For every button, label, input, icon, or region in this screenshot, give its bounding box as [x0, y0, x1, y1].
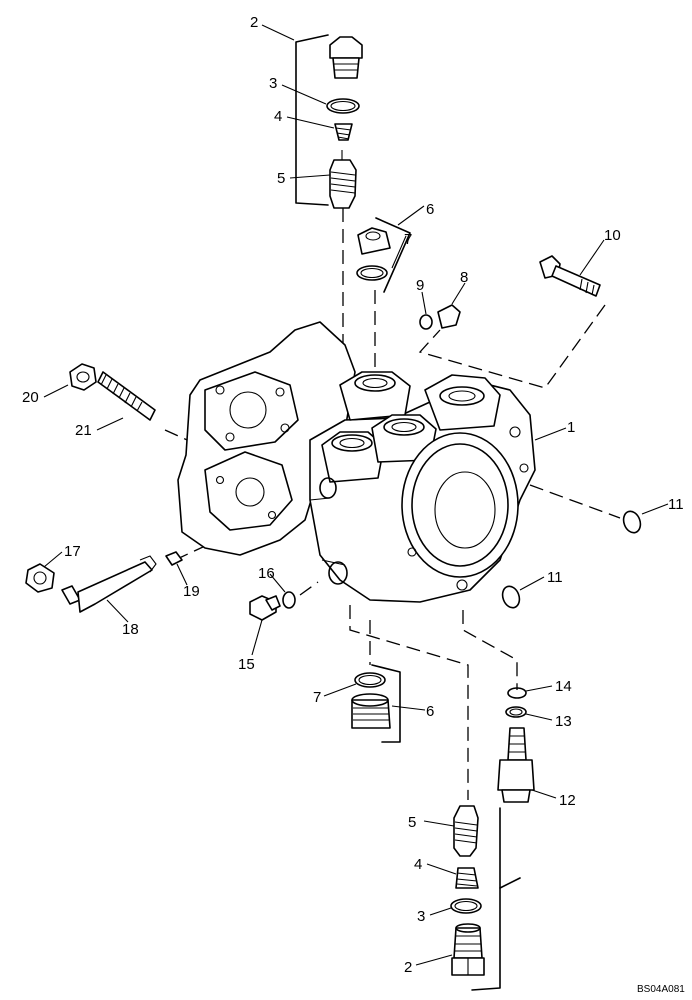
callout-7-bottom: 7 [313, 689, 321, 706]
bottom-relief-valve-group [450, 805, 521, 991]
callout-12: 12 [559, 792, 576, 809]
callout-18: 18 [122, 621, 139, 638]
callout-19: 19 [183, 583, 200, 600]
callout-2-top: 2 [250, 14, 258, 31]
stud-21 [97, 371, 156, 421]
tube-18 [61, 555, 157, 613]
callout-15: 15 [238, 656, 255, 673]
callout-7-top: 7 [404, 231, 412, 248]
fitting-group-8-9 [419, 304, 461, 330]
nut-17 [25, 563, 55, 593]
o-rings-11 [501, 510, 642, 609]
callout-10: 10 [604, 227, 621, 244]
valve-body [177, 321, 536, 603]
o-ring-13 [505, 706, 527, 718]
callout-14: 14 [555, 678, 572, 695]
nut-20 [69, 363, 97, 391]
callout-3-top: 3 [269, 75, 277, 92]
callout-6-bottom: 6 [426, 703, 434, 720]
top-plug-group [356, 217, 411, 293]
callout-17: 17 [64, 543, 81, 560]
o-ring-14 [507, 687, 527, 699]
callout-labels: 2 3 4 5 6 7 8 9 10 1 11 11 20 21 17 18 1… [22, 14, 684, 976]
callout-11-right: 11 [668, 496, 684, 513]
callout-13: 13 [555, 713, 572, 730]
callout-6-top: 6 [426, 201, 434, 218]
top-relief-valve-group [295, 34, 363, 209]
callout-5-top: 5 [277, 170, 285, 187]
bolt-10 [539, 255, 601, 297]
callout-11-lower: 11 [547, 569, 563, 586]
callout-9: 9 [416, 277, 424, 294]
callout-4-bottom: 4 [414, 856, 422, 873]
figure-code: BS04A081 [637, 984, 685, 995]
callout-2-bottom: 2 [404, 959, 412, 976]
bottom-plug-group [351, 664, 401, 743]
callout-8: 8 [460, 269, 468, 286]
plug-15 [249, 595, 281, 621]
callout-20: 20 [22, 389, 39, 406]
callout-5-bottom: 5 [408, 814, 416, 831]
callout-3-bottom: 3 [417, 908, 425, 925]
callout-16: 16 [258, 565, 275, 582]
o-ring-16 [282, 591, 296, 609]
callout-1: 1 [567, 419, 575, 436]
leader-lines [43, 24, 669, 966]
callout-21: 21 [75, 422, 92, 439]
fitting-19 [165, 551, 183, 566]
valve-cartridge-12 [497, 727, 535, 803]
callout-4-top: 4 [274, 108, 282, 125]
